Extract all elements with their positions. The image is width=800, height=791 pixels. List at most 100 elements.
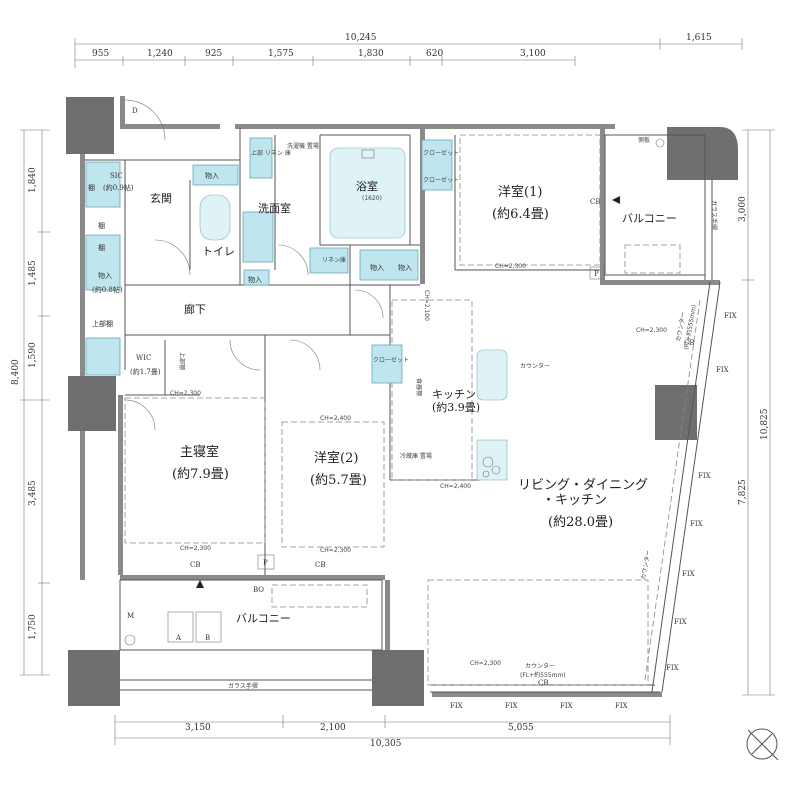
mark-d: D: [132, 107, 138, 115]
fixtures: [196, 138, 665, 588]
label-rain-gutter: 側板: [638, 136, 650, 144]
dim-top-seg-2: 1,240: [147, 49, 173, 59]
label-ldk1: リビング・ダイニング: [518, 478, 648, 493]
exterior-walls: [66, 96, 738, 706]
label-unit-a: A: [175, 634, 182, 642]
interior-walls: [85, 128, 600, 575]
label-western1: 洋室(1): [498, 184, 542, 200]
mark-fix-5: FIX: [724, 312, 737, 320]
top-dimensions: 10,245 1,615 955 1,240 925 1,575 1,830 6…: [74, 33, 743, 68]
label-western2-area: (約5.7畳): [310, 473, 367, 488]
label-sic-area: (約0.9帖): [103, 183, 134, 192]
dim-left-3: 1,590: [28, 342, 38, 368]
ceiling-heights: CH=2,300 CH=2,300 CH=2,400 CH=2,300 CH=2…: [170, 263, 667, 667]
mark-fix-11: FIX: [666, 664, 679, 672]
label-shelf-b: 棚: [98, 243, 105, 252]
label-wic-area: (約1.7畳): [130, 367, 161, 376]
label-western1-area: (約6.4畳): [492, 207, 549, 222]
dim-left-1: 1,840: [28, 167, 38, 193]
label-closet-c: クローゼット: [423, 149, 459, 157]
mark-cb-bottom: CB: [538, 679, 549, 687]
room-labels: 玄関 SIC (約0.9帖) 棚 棚 棚 物入 (約0.8帖) 物入 トイレ 洗…: [88, 136, 718, 690]
dim-right-top: 3,000: [738, 196, 748, 222]
label-storage-top: 物入: [205, 171, 219, 180]
dim-top-seg-1: 955: [92, 49, 109, 59]
mark-cb-west2: CB: [315, 561, 326, 569]
dim-top-seg-4: 1,575: [268, 49, 294, 59]
label-glass-rail-v: ガラス手摺: [710, 200, 718, 230]
mark-p-east: P: [594, 270, 599, 278]
label-storage3: 物入: [248, 275, 262, 284]
dim-top-seg-7: 3,100: [520, 49, 546, 59]
ch-west1-bottom: CH=2,300: [495, 263, 526, 270]
ch-ldk-right: CH=2,300: [636, 327, 667, 334]
mark-cb-master: CB: [190, 561, 201, 569]
mark-fix-2: FIX: [505, 702, 518, 710]
ch-master-bottom: CH=2,300: [180, 545, 211, 552]
bottom-dimensions: 3,150 2,100 5,055 10,305: [114, 715, 671, 749]
label-upper-shelf: 上部棚: [92, 319, 113, 328]
label-master: 主寝室: [180, 444, 219, 460]
dim-left-5: 1,750: [28, 614, 38, 640]
label-ldk-area: (約28.0畳): [548, 515, 613, 530]
dim-left-4: 3,485: [28, 480, 38, 506]
mark-fix-6: FIX: [716, 366, 729, 374]
marks: CB CB CB CB CB P P BO M D FIX FIX FIX FI…: [127, 107, 737, 710]
label-balcony-east: バルコニー: [622, 212, 677, 225]
dim-bottom-total: 10,305: [370, 739, 402, 749]
ch-west2-top: CH=2,400: [320, 415, 351, 422]
label-counter: カウンター: [520, 362, 550, 370]
label-upper-shelf2: 上部棚: [178, 352, 186, 370]
label-glass-rail: ガラス手摺: [228, 682, 258, 690]
east-balcony: [604, 134, 713, 280]
label-fridge: 冷蔵庫 置場: [400, 452, 432, 460]
dim-top-seg-5: 1,830: [358, 49, 384, 59]
label-closet-a: 物入: [98, 271, 112, 280]
ch-kitchen-bottom: CH=2,400: [440, 483, 471, 490]
label-linen-a: 上部 リネン 庫: [251, 149, 291, 157]
column-w: [68, 376, 116, 431]
dim-top-seg-6: 620: [426, 49, 443, 59]
dim-bottom-1: 3,150: [185, 723, 211, 733]
label-shelf-c: 棚: [88, 183, 95, 192]
dim-right-mid: 7,825: [738, 479, 748, 505]
doors: [124, 99, 384, 431]
label-storage2: 物入: [398, 263, 412, 272]
label-balcony-south: バルコニー: [236, 612, 291, 625]
label-entrance: 玄関: [150, 191, 172, 205]
dim-top-right: 1,615: [686, 33, 712, 43]
label-washroom: 洗面室: [258, 201, 291, 215]
label-storage1: 物入: [370, 263, 384, 272]
mark-m: M: [127, 612, 134, 620]
ch-ldk-bottom: CH=2,300: [470, 660, 501, 667]
dim-top-seg-3: 925: [205, 49, 222, 59]
mark-fix-7: FIX: [698, 472, 711, 480]
mark-p-south: P: [263, 559, 268, 567]
label-closet-e: クローゼット: [373, 356, 409, 364]
mark-fix-9: FIX: [682, 570, 695, 578]
storage-units: [85, 137, 508, 481]
label-bath: 浴室: [356, 179, 378, 193]
label-sic: SIC: [110, 172, 123, 180]
label-toilet: トイレ: [202, 245, 235, 258]
dim-right-total: 10,825: [760, 408, 770, 440]
label-closet-d: クローゼット: [423, 176, 459, 184]
label-closet-b: (約0.8帖): [92, 285, 123, 294]
label-counter-bottom: カウンター: [525, 662, 555, 670]
label-wic: WIC: [136, 354, 151, 362]
label-washer: 洗濯機 置場: [287, 142, 319, 150]
ceiling-outlines: [124, 134, 649, 686]
column-ne: [667, 127, 738, 180]
ch-west2-bottom: CH=2,300: [320, 547, 351, 554]
label-shelf-a: 棚: [98, 221, 105, 230]
south-balcony: [119, 579, 383, 691]
mark-bo: BO: [253, 586, 264, 594]
label-kitchen: キッチン: [432, 388, 476, 401]
column-e: [655, 385, 697, 440]
mark-fix-10: FIX: [674, 618, 687, 626]
label-bath-size: (1620): [362, 195, 382, 202]
label-counter-right2: カウンター: [639, 549, 652, 580]
left-dimensions: 1,840 1,485 1,590 3,485 1,750 8,400: [11, 129, 50, 676]
dim-left-2: 1,485: [28, 260, 38, 286]
mark-cb-right: CB: [684, 339, 695, 347]
